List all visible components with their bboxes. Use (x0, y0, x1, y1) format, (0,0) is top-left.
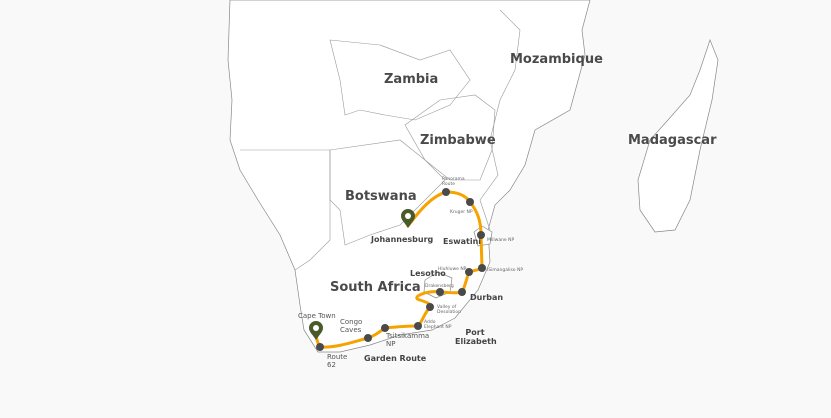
stop-marker[interactable] (436, 288, 444, 296)
label-route-62: Route 62 (327, 353, 348, 369)
border-botswana (329, 139, 446, 246)
label-panorama-route: Panorama Route (442, 177, 465, 187)
stop-marker[interactable] (414, 322, 422, 330)
label-lesotho: Lesotho (410, 269, 446, 278)
stop-marker[interactable] (466, 198, 474, 206)
stop-marker[interactable] (426, 303, 434, 311)
stop-marker[interactable] (442, 188, 450, 196)
label-isimangaliso: iSimangaliso NP (487, 268, 524, 273)
label-zambia: Zambia (384, 72, 439, 87)
label-zimbabwe: Zimbabwe (420, 133, 496, 148)
stop-marker[interactable] (364, 334, 372, 342)
madagascar-outline (637, 38, 719, 233)
stop-marker[interactable] (465, 268, 473, 276)
border-zimbabwe (404, 94, 496, 181)
label-valley-of-desolation: Valley of Desolation (437, 305, 461, 315)
mainland-outline (227, 0, 591, 353)
label-botswana: Botswana (345, 189, 417, 204)
label-mlilwane: Mlilwane NP (487, 238, 515, 243)
map-pin-icon[interactable] (309, 321, 323, 340)
border-zambia (329, 39, 471, 121)
stop-marker[interactable] (458, 288, 466, 296)
label-kruger: Kruger NP (450, 210, 473, 215)
label-tsitsikamma: Tsitsikamma NP (386, 332, 430, 348)
label-cape-town: Cape Town (298, 312, 336, 320)
label-drakensberg: Drakensberg (425, 284, 454, 289)
stop-marker[interactable] (381, 324, 389, 332)
label-congo-caves: Congo Caves (340, 318, 363, 334)
label-madagascar: Madagascar (628, 133, 717, 148)
label-port-elizabeth: Port Elizabeth (455, 328, 497, 346)
label-garden-route: Garden Route (364, 354, 427, 363)
label-johannesburg: Johannesburg (371, 235, 434, 244)
stop-marker[interactable] (478, 264, 486, 272)
label-mozambique: Mozambique (510, 52, 603, 67)
stop-marker[interactable] (316, 343, 324, 351)
label-eswatini: Eswatini (443, 237, 482, 246)
label-south-africa: South Africa (330, 280, 421, 295)
stop-marker[interactable] (477, 231, 485, 239)
map-pin-icon[interactable] (401, 209, 415, 228)
label-durban: Durban (470, 293, 504, 302)
label-hluhluwe: Hluhluwe NP (438, 267, 467, 272)
border-mozambique (479, 9, 521, 231)
border-namibia (240, 149, 331, 271)
label-addo: Addo Elephant NP (424, 320, 452, 330)
